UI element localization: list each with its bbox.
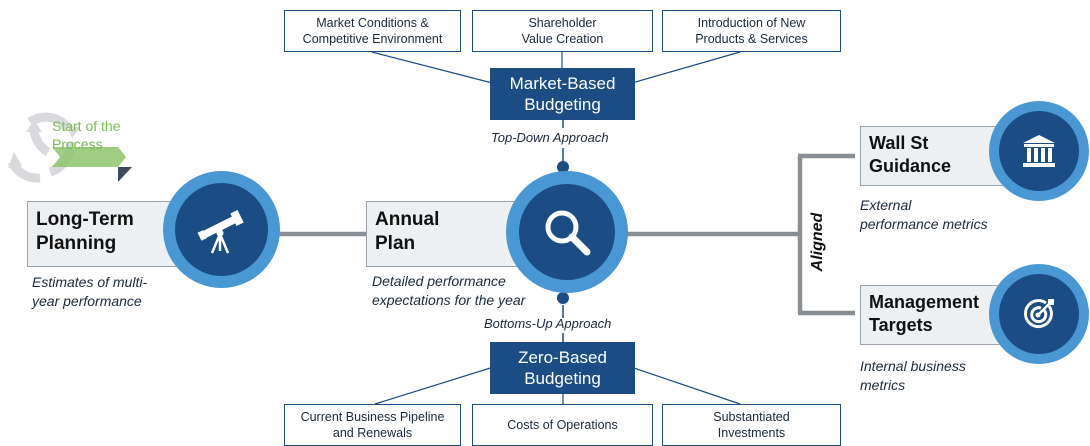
desc-line: Detailed performance [372, 273, 506, 289]
top-box-new-products: Introduction of New Products & Services [662, 10, 841, 52]
top-box-line: Competitive Environment [302, 32, 443, 46]
node-title: Targets [869, 315, 933, 335]
bottom-box-line: Substantiated [713, 410, 790, 424]
budget-line: Market-Based [509, 74, 616, 93]
wall-st-description: External performance metrics [860, 196, 988, 234]
market-based-budgeting-box: Market-Based Budgeting [490, 68, 635, 120]
top-box-line: Products & Services [695, 32, 808, 46]
desc-line: External [860, 197, 912, 213]
bottom-box-investments: Substantiated Investments [662, 404, 841, 446]
bottom-box-line: Costs of Operations [507, 418, 618, 432]
node-title: Wall St [869, 133, 929, 153]
annual-plan-description: Detailed performance expectations for th… [372, 272, 525, 310]
node-title: Management [869, 292, 980, 312]
desc-line: expectations for the year [372, 292, 526, 308]
bottom-box-line: Current Business Pipeline [300, 410, 445, 424]
top-box-market-conditions: Market Conditions & Competitive Environm… [284, 10, 461, 52]
node-title: Long-Term [36, 209, 134, 230]
top-box-line: Shareholder [528, 16, 597, 30]
target-icon [1023, 299, 1054, 329]
zero-based-budgeting-box: Zero-Based Budgeting [490, 342, 635, 394]
node-title: Guidance [869, 156, 952, 176]
top-down-label: Top-Down Approach [491, 130, 609, 145]
start-arrow [52, 147, 126, 167]
desc-line: Estimates of multi- [32, 274, 148, 290]
long-term-core [175, 183, 268, 276]
top-box-shareholder-value: Shareholder Value Creation [472, 10, 653, 52]
wall-st-core [999, 111, 1079, 191]
annual-plan-core [519, 184, 615, 280]
top-box-line: Value Creation [521, 32, 604, 46]
top-box-line: Introduction of New [697, 16, 806, 30]
cycle-arrows-icon [7, 112, 80, 183]
node-title: Plan [375, 233, 416, 254]
bank-icon [1023, 135, 1055, 167]
budget-line: Budgeting [524, 369, 601, 388]
node-title: Annual [375, 209, 440, 230]
bottom-box-line: Investments [717, 426, 786, 440]
desc-line: Internal business [860, 358, 966, 374]
start-line: Start of the [52, 118, 121, 134]
bottom-box-pipeline: Current Business Pipeline and Renewals [284, 404, 461, 446]
budget-line: Zero-Based [518, 348, 607, 367]
node-title: Planning [36, 233, 117, 254]
desc-line: year performance [32, 293, 142, 309]
long-term-description: Estimates of multi- year performance [32, 273, 147, 311]
bottom-box-costs: Costs of Operations [472, 404, 653, 446]
budget-line: Budgeting [524, 95, 601, 114]
aligned-label: Aligned [809, 212, 826, 272]
telescope-icon [197, 209, 244, 253]
top-box-line: Market Conditions & [316, 16, 429, 30]
management-description: Internal business metrics [860, 357, 966, 395]
start-line: Process [52, 136, 103, 152]
magnifier-icon [545, 210, 591, 256]
start-of-process-label: Start of the Process [52, 117, 120, 153]
bottom-box-line: and Renewals [332, 426, 413, 440]
desc-line: metrics [860, 377, 906, 393]
bottoms-up-label: Bottoms-Up Approach [484, 316, 612, 331]
desc-line: performance metrics [860, 216, 988, 232]
management-core [999, 274, 1079, 354]
